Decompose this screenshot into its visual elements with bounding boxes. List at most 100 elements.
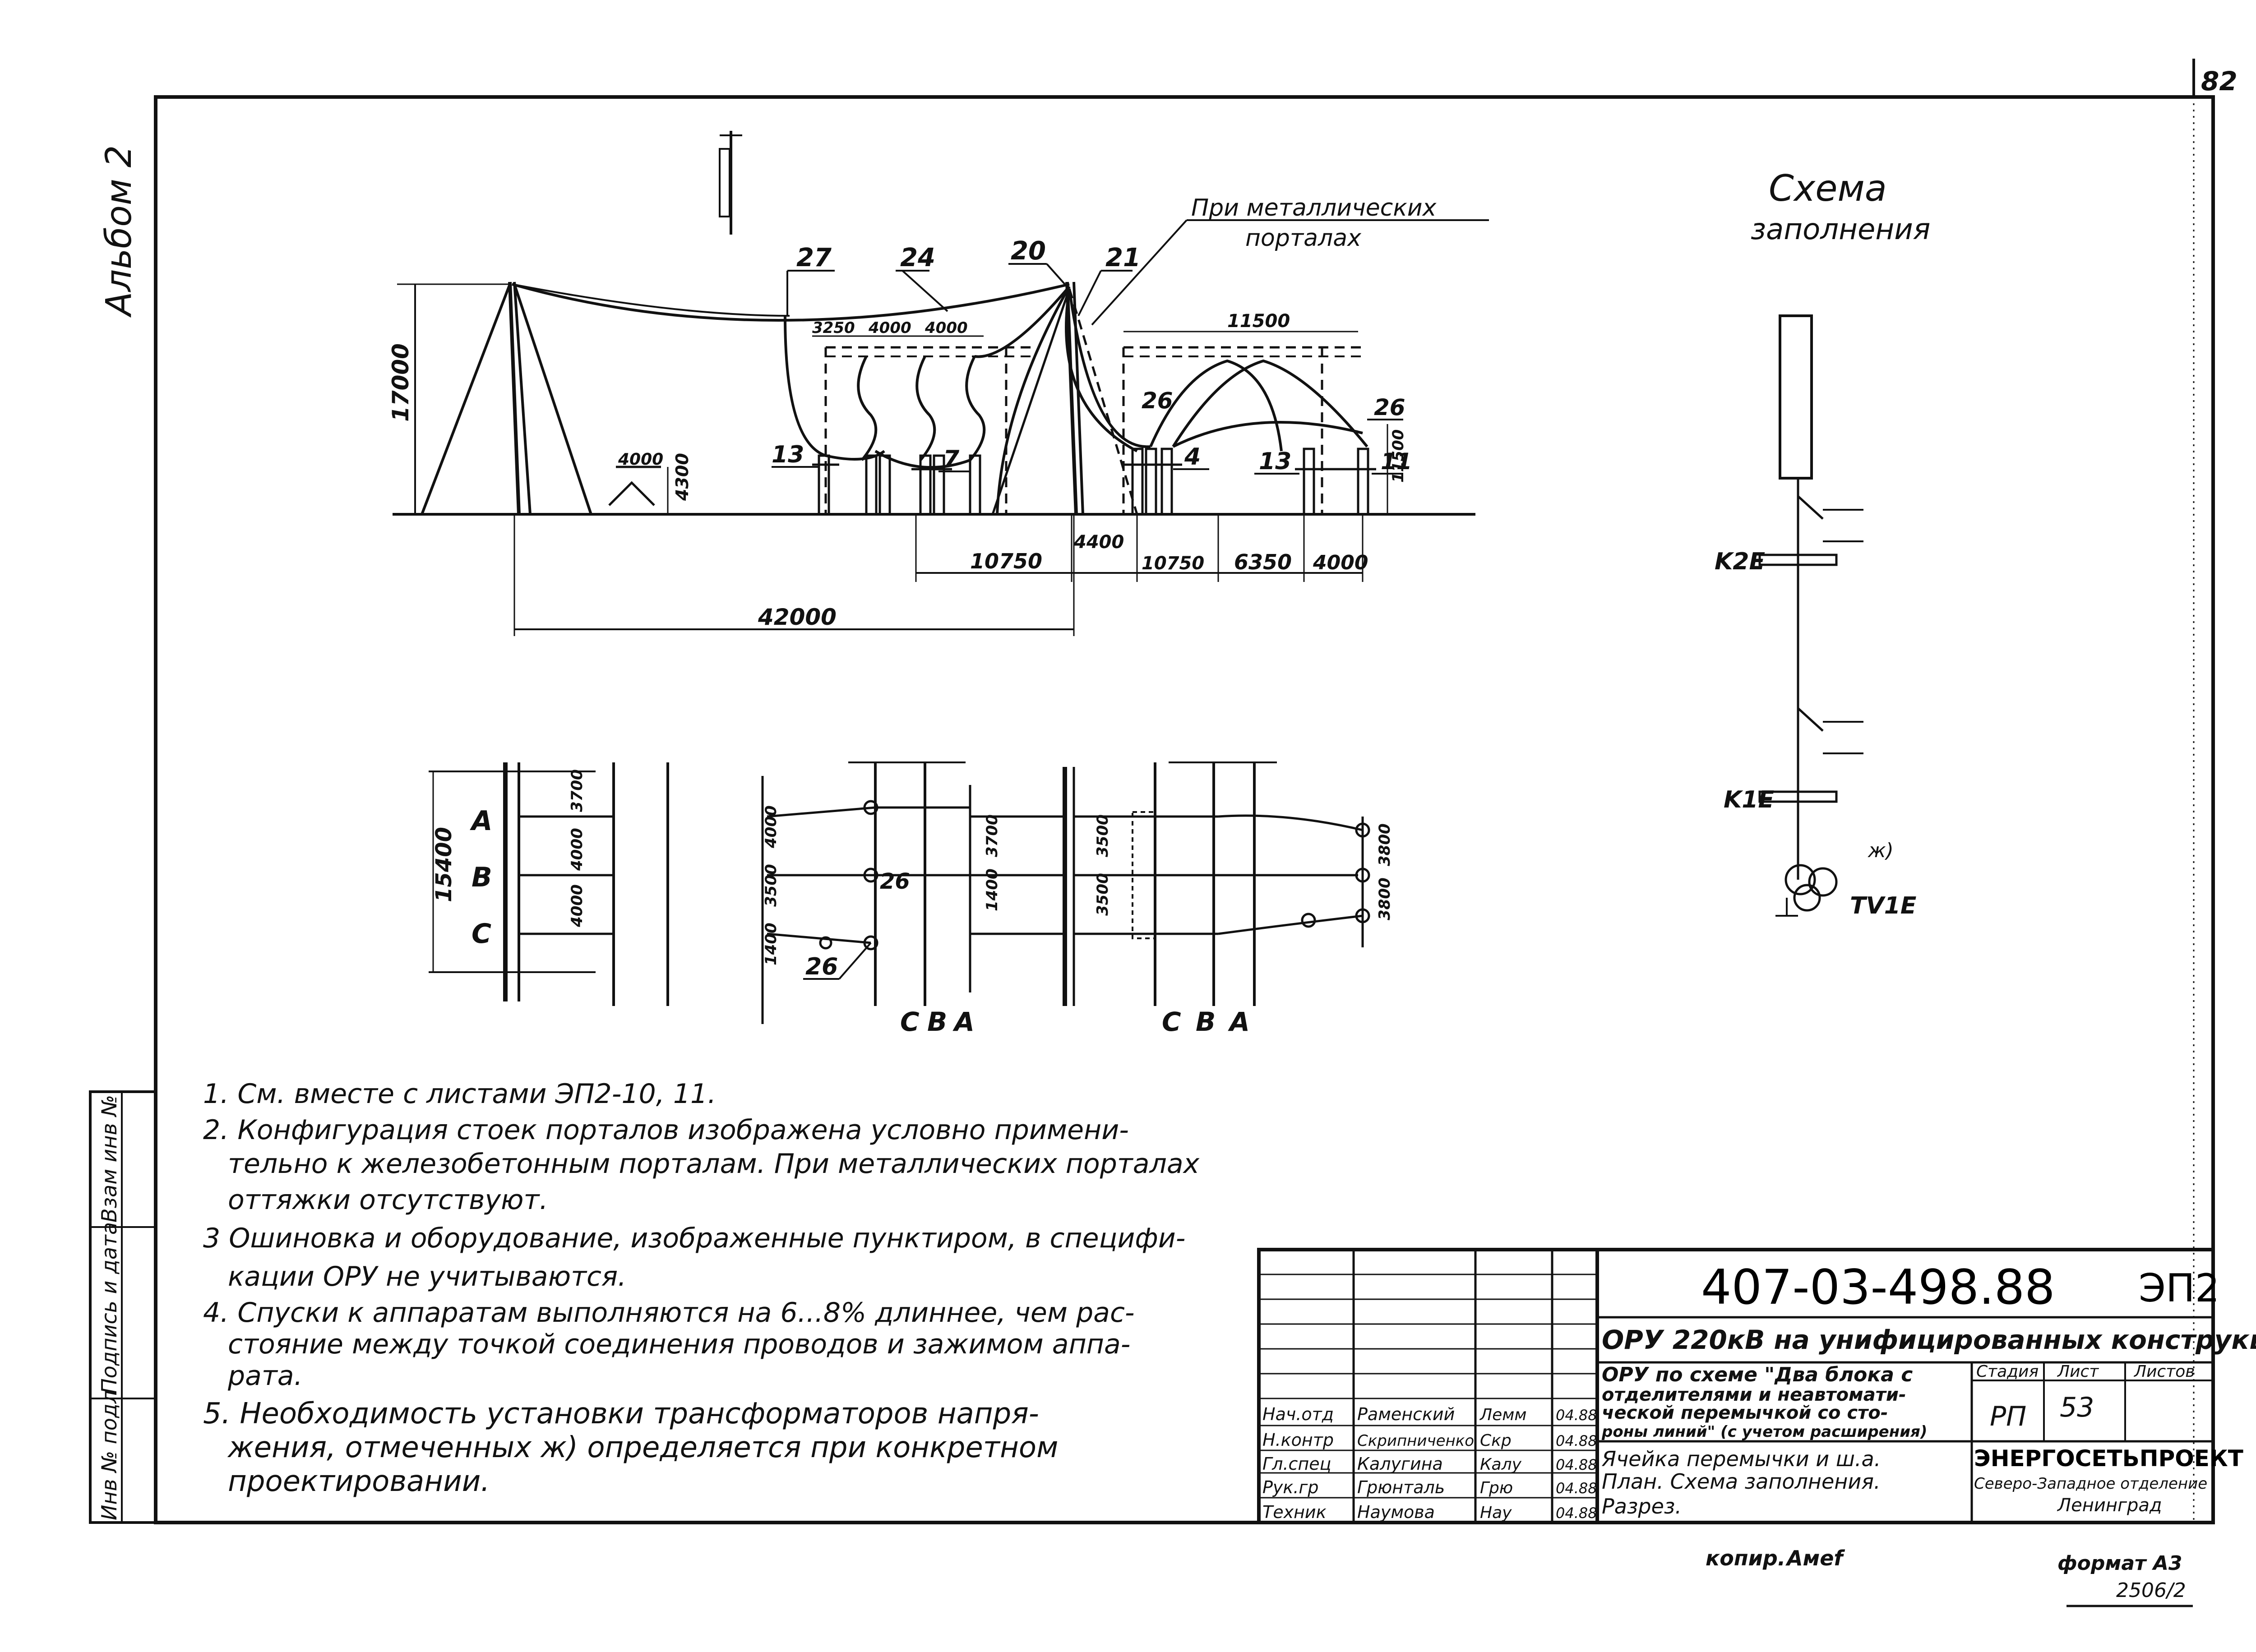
callout-4: 4: [1184, 443, 1201, 471]
dim-10750-b: 10750: [1142, 553, 1204, 574]
sheet-desc-1: ОРУ по схеме "Два блока с: [1602, 1363, 1913, 1386]
org-line-1: ЭНЕРГОСЕТЬПРОЕКТ: [1974, 1445, 2243, 1472]
dim-6350: 6350: [1234, 550, 1292, 574]
signer-name-2: Скрипниченко: [1357, 1432, 1474, 1450]
copier-signature: Амеf: [1785, 1546, 1845, 1570]
signer-date-3: 04.88: [1556, 1456, 1597, 1473]
sheet-value: 53: [2060, 1392, 2094, 1423]
note-line-8: стояние между точкой соединения проводов…: [228, 1329, 1130, 1360]
title-block: 407-03-498.88 ЭП2 ОРУ 220кВ на унифициро…: [1257, 1248, 2256, 1524]
dim-3250: 3250: [812, 319, 855, 337]
signer-role-1: Нач.отд: [1262, 1404, 1334, 1424]
dim-15400: 15400: [431, 827, 457, 902]
equipment-stands-right: [1123, 448, 1376, 516]
dim-11500: 11500: [1227, 311, 1290, 332]
callout-13-right: 13: [1259, 448, 1291, 475]
signer-role-2: Н.контр: [1262, 1430, 1334, 1450]
sheets-header: Листов: [2133, 1362, 2195, 1381]
scheme-title-1: Схема: [1769, 167, 1887, 209]
scheme-label-K1E: K1E: [1724, 786, 1774, 813]
signer-sign-5: Нау: [1480, 1504, 1512, 1522]
dim-right-3500-b: 3500: [1094, 873, 1112, 916]
note-line-5: 3 Ошиновка и оборудование, изображенные …: [203, 1223, 1185, 1254]
signer-name-1: Раменский: [1357, 1404, 1455, 1424]
side-stamp-cell-3: Взам инв №: [97, 1095, 121, 1223]
signer-date-1: 04.88: [1556, 1407, 1597, 1424]
signer-name-5: Наумова: [1357, 1502, 1435, 1522]
signer-date-5: 04.88: [1556, 1504, 1597, 1522]
stage-header: Стадия: [1976, 1362, 2039, 1381]
dim-left-4000-a: 4000: [568, 884, 586, 928]
callout-20: 20: [1011, 236, 1046, 266]
elevation-view: 17000 4300 4000 3250 4000 4000 11500 115…: [388, 131, 1489, 636]
signer-role-5: Техник: [1262, 1502, 1327, 1522]
archive-number: 2506/2: [2116, 1579, 2186, 1602]
note-line-1: 1. См. вместе с листами ЭП2-10, 11.: [203, 1078, 716, 1110]
callout-13-left: 13: [772, 441, 804, 468]
sheet-number: 82: [2201, 66, 2238, 97]
scheme-title-2: заполнения: [1751, 213, 1930, 246]
dim-10750-a: 10750: [970, 549, 1042, 573]
dim-mid-4000: 4000: [762, 805, 780, 849]
doc-code: 407-03-498.88: [1701, 1260, 2055, 1315]
dim-mid-3700: 3700: [983, 814, 1001, 857]
dim-mid-1400: 1400: [762, 923, 780, 965]
album-label: Альбом 2: [99, 145, 139, 318]
dim-left-3700: 3700: [568, 769, 586, 812]
phase-A: A: [470, 805, 492, 837]
note-line-11: жения, отмеченных ж) определяется при ко…: [227, 1431, 1058, 1464]
sheet-header: Лист: [2057, 1362, 2099, 1381]
scheme-label-K2E: K2E: [1715, 548, 1765, 575]
side-stamp: Инв № подл Подпись и дата Взам инв №: [89, 1090, 157, 1524]
org-line-3: Ленинград: [2057, 1495, 2162, 1516]
plan-bottom-C-1: C: [900, 1006, 920, 1037]
plan-bottom-A-2: A: [1228, 1006, 1250, 1037]
dim-mid-3500: 3500: [762, 864, 780, 907]
elevation-callouts: 27 24 20 21 13 7 26 4 13 26 11: [772, 236, 1412, 475]
dim-left-4000-b: 4000: [568, 828, 586, 871]
signer-sign-2: Скр: [1480, 1431, 1512, 1450]
dim-4400: 4400: [1073, 532, 1124, 553]
metal-portal-label-2: порталах: [1245, 225, 1362, 252]
plan-callout-26-a: 26: [805, 953, 838, 980]
content-line-1: Ячейка перемычки и ш.а.: [1601, 1447, 1881, 1471]
signer-date-4: 04.88: [1556, 1480, 1597, 1497]
content-line-3: Разрез.: [1602, 1494, 1682, 1518]
phase-B: B: [472, 862, 492, 893]
note-line-3: тельно к железобетонным порталам. При ме…: [228, 1148, 1200, 1180]
org-line-2: Северо-Западное отделение: [1974, 1475, 2207, 1493]
phase-C: C: [472, 918, 491, 950]
dim-far-3800-a: 3800: [1376, 823, 1394, 866]
dim-right-3500-a: 3500: [1094, 814, 1112, 857]
note-line-6: кации ОРУ не учитываются.: [228, 1261, 626, 1292]
plan-bottom-B-2: B: [1196, 1006, 1216, 1037]
scheme-label-TV1E: TV1E: [1850, 892, 1916, 919]
callout-27: 27: [796, 243, 832, 272]
equipment-stands-left: [812, 454, 981, 516]
dim-4000-arrester: 4000: [618, 450, 663, 469]
signer-role-3: Гл.спец: [1262, 1454, 1331, 1474]
callout-26-right: 26: [1374, 394, 1405, 420]
signer-role-4: Рук.гр: [1262, 1477, 1319, 1497]
dim-4000-b: 4000: [925, 319, 968, 337]
dim-17000: 17000: [388, 343, 414, 422]
callout-24: 24: [900, 243, 935, 272]
callout-7: 7: [943, 446, 960, 473]
sheet-desc-3: ческой перемычкой со сто-: [1602, 1403, 1888, 1423]
signer-name-3: Калугина: [1357, 1454, 1443, 1474]
dim-mid-1400-b: 1400: [983, 868, 1001, 911]
signer-date-2: 04.88: [1556, 1432, 1597, 1449]
callout-11: 11: [1381, 448, 1412, 475]
plan-bottom-B-1: B: [927, 1006, 947, 1037]
sheet-code: ЭП2: [2139, 1266, 2219, 1311]
signer-name-4: Грюнталь: [1357, 1477, 1445, 1497]
metal-portal-note: При металлических порталах: [1091, 194, 1489, 326]
format-label: формат А3: [2057, 1552, 2182, 1575]
metal-portal-label-1: При металлических: [1191, 194, 1437, 221]
side-stamp-cell-1: Инв № подл: [97, 1390, 121, 1520]
plan-view: A B C 15400 4000 4000 3700 4000 3500 140…: [429, 761, 1394, 1037]
callout-21: 21: [1105, 243, 1141, 272]
signer-sign-1: Лемм: [1479, 1406, 1527, 1424]
